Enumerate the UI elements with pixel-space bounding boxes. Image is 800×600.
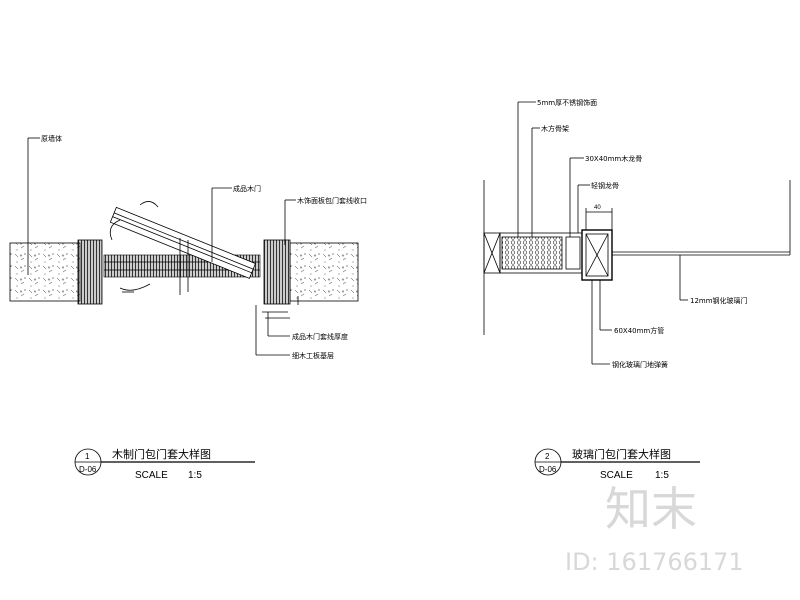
title-number: 1 (85, 452, 90, 461)
frame-right (263, 239, 291, 305)
label-wood-frame: 木方骨架 (541, 124, 569, 133)
label-steel-finish: 5mm厚不锈钢饰面 (537, 98, 597, 107)
left-detail (9, 137, 359, 356)
label-trim-thickness: 成品木门套线厚度 (292, 332, 348, 341)
watermark-brand: 知末 (605, 482, 697, 536)
dim-top-value: 40 (594, 205, 601, 211)
label-steel-keel: 轻钢龙骨 (591, 181, 619, 190)
detail-title: 木制门包门套大样图 (112, 447, 211, 461)
watermark: 知末 ID: 161766171 (565, 482, 744, 576)
title-sheet: D-06 (79, 465, 97, 474)
scale-label: SCALE (135, 470, 168, 481)
core-infill (501, 236, 563, 270)
watermark-id: ID: 161766171 (565, 548, 744, 576)
title-sheet: D-06 (539, 465, 557, 474)
label-frame-trim: 木饰面板包门套线收口 (297, 196, 367, 205)
label-door-leaf: 成品木门 (233, 184, 261, 193)
label-original-wall: 原墙体 (41, 134, 62, 143)
scale-value: 1:5 (655, 470, 669, 481)
left-title-block: 1 D-06 木制门包门套大样图 SCALE 1:5 (74, 447, 255, 481)
right-title-block: 2 D-06 玻璃门包门套大样图 SCALE 1:5 (534, 447, 700, 481)
scale-value: 1:5 (188, 470, 202, 481)
scale-label: SCALE (600, 470, 633, 481)
title-number: 2 (545, 452, 550, 461)
detail-title: 玻璃门包门套大样图 (572, 447, 671, 461)
wall-left (9, 242, 81, 302)
label-base-board: 细木工板基层 (292, 351, 334, 360)
label-floor-spring: 钢化玻璃门地弹簧 (612, 360, 668, 369)
frame-left (77, 239, 103, 305)
wall-right (289, 242, 359, 302)
right-detail (483, 101, 791, 365)
label-square-tube: 60X40mm方管 (614, 326, 664, 335)
label-wood-keel: 30X40mm木龙骨 (585, 154, 642, 163)
label-glass-door: 12mm钢化玻璃门 (690, 296, 748, 305)
